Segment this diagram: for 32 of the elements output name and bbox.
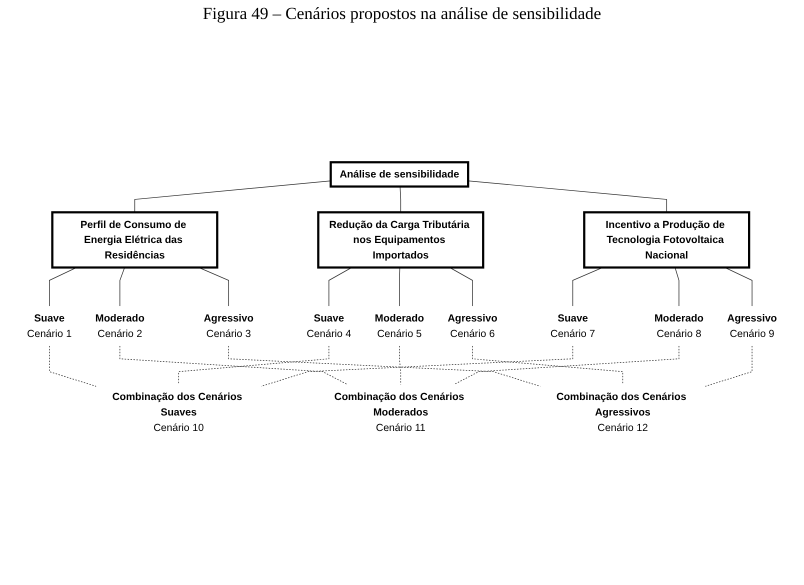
connector bbox=[228, 346, 541, 387]
node-box: Análise de sensibilidade bbox=[330, 161, 470, 188]
node-text: Agressivo Cenário 3 bbox=[204, 312, 254, 340]
connector bbox=[134, 180, 332, 213]
node-box: Redução da Carga Tributária nos Equipamentos Importados bbox=[317, 211, 484, 269]
connector bbox=[260, 346, 574, 387]
node-text: Suave Cenário 7 bbox=[550, 312, 596, 340]
connector bbox=[120, 346, 348, 385]
node-text: Suave Cenário 1 bbox=[27, 312, 72, 340]
connector bbox=[400, 186, 402, 213]
connector bbox=[49, 346, 97, 387]
connector bbox=[178, 346, 330, 385]
node-text: Combinação dos Cenários Agressivos Cenário 12 bbox=[556, 390, 686, 434]
connector bbox=[468, 180, 668, 213]
node-text: Moderado Cenário 5 bbox=[374, 312, 424, 340]
node-text: Moderado Cenário 8 bbox=[654, 312, 704, 340]
connector bbox=[399, 346, 402, 385]
connector bbox=[120, 267, 125, 307]
figure-title: Figura 49 – Cenários propostos na análise de sensibilidade bbox=[202, 4, 602, 24]
connector bbox=[704, 346, 752, 387]
node-box: Incentivo a Produção de Tecnologia Fotovoltaica Nacional bbox=[583, 211, 750, 269]
connector bbox=[674, 267, 680, 307]
node-text: Agressivo Cenário 9 bbox=[727, 312, 777, 340]
connector bbox=[472, 346, 624, 385]
node-text: Suave Cenário 4 bbox=[306, 312, 352, 340]
node-text: Combinação dos Cenários Suaves Cenário 10 bbox=[112, 390, 242, 434]
connector bbox=[399, 267, 400, 307]
node-text: Combinação dos Cenários Moderados Cenário 11 bbox=[334, 390, 464, 434]
node-text: Agressivo Cenário 6 bbox=[448, 312, 498, 340]
node-text: Moderado Cenário 2 bbox=[95, 312, 145, 340]
connector bbox=[454, 346, 680, 385]
node-box: Perfil de Consumo de Energia Elétrica das Residências bbox=[51, 211, 218, 269]
